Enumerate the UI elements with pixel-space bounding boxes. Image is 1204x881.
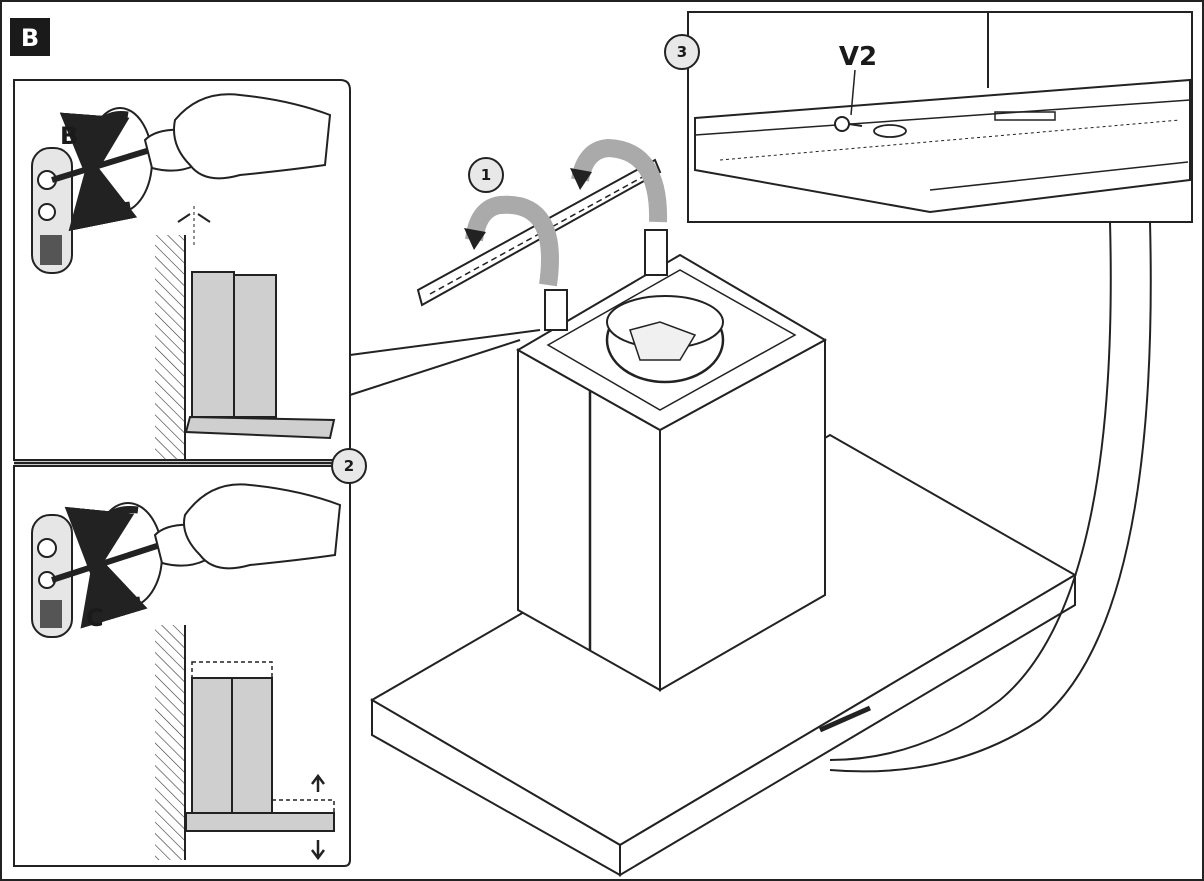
arrow-down-icon xyxy=(311,840,325,861)
rotate-arrow-icon xyxy=(80,551,148,629)
rotate-arrow-icon xyxy=(59,110,130,185)
rotate-arrow-icon xyxy=(68,155,138,232)
callout-line xyxy=(829,221,1112,761)
hood-body xyxy=(191,271,235,418)
inset-screw-c: C xyxy=(31,483,342,861)
mounting-clip xyxy=(544,289,568,331)
screwdriver xyxy=(51,147,151,183)
svg-text:1: 1 xyxy=(481,166,491,184)
svg-text:3: 3 xyxy=(677,43,687,61)
section-label: B xyxy=(10,18,50,56)
step-3-badge: 3 xyxy=(664,34,700,70)
svg-text:2: 2 xyxy=(344,457,354,475)
wall-plug xyxy=(873,124,907,138)
hood-underside xyxy=(694,78,1191,214)
range-hood xyxy=(370,138,1077,877)
rotate-arrow-icon xyxy=(64,505,139,580)
screwdriver xyxy=(51,542,161,583)
hood-body xyxy=(191,677,233,814)
wall xyxy=(155,235,185,460)
screw-b-label: B xyxy=(60,122,78,150)
callout-line xyxy=(829,221,1152,773)
step-2-badge: 2 xyxy=(331,448,367,484)
callout-line xyxy=(349,329,541,356)
hand-icon xyxy=(183,483,342,570)
arrow-up-icon xyxy=(311,773,325,792)
screw-c-label: C xyxy=(86,604,104,632)
screw-v2 xyxy=(834,116,863,132)
place-arrow-icon xyxy=(571,138,668,223)
place-arrow-icon xyxy=(465,195,559,287)
svg-text:B: B xyxy=(21,24,39,52)
inset-screw-b: B xyxy=(31,93,336,460)
callout-line xyxy=(349,339,521,396)
control-panel xyxy=(818,705,872,733)
mounting-clip xyxy=(644,229,668,276)
screw-v2-label: V2 xyxy=(839,42,877,72)
hand-icon xyxy=(173,93,332,180)
inset-screw-v2: V2 xyxy=(687,11,1193,223)
callout-line xyxy=(850,69,856,116)
step-1-badge: 1 xyxy=(468,157,504,193)
wall xyxy=(155,625,185,860)
